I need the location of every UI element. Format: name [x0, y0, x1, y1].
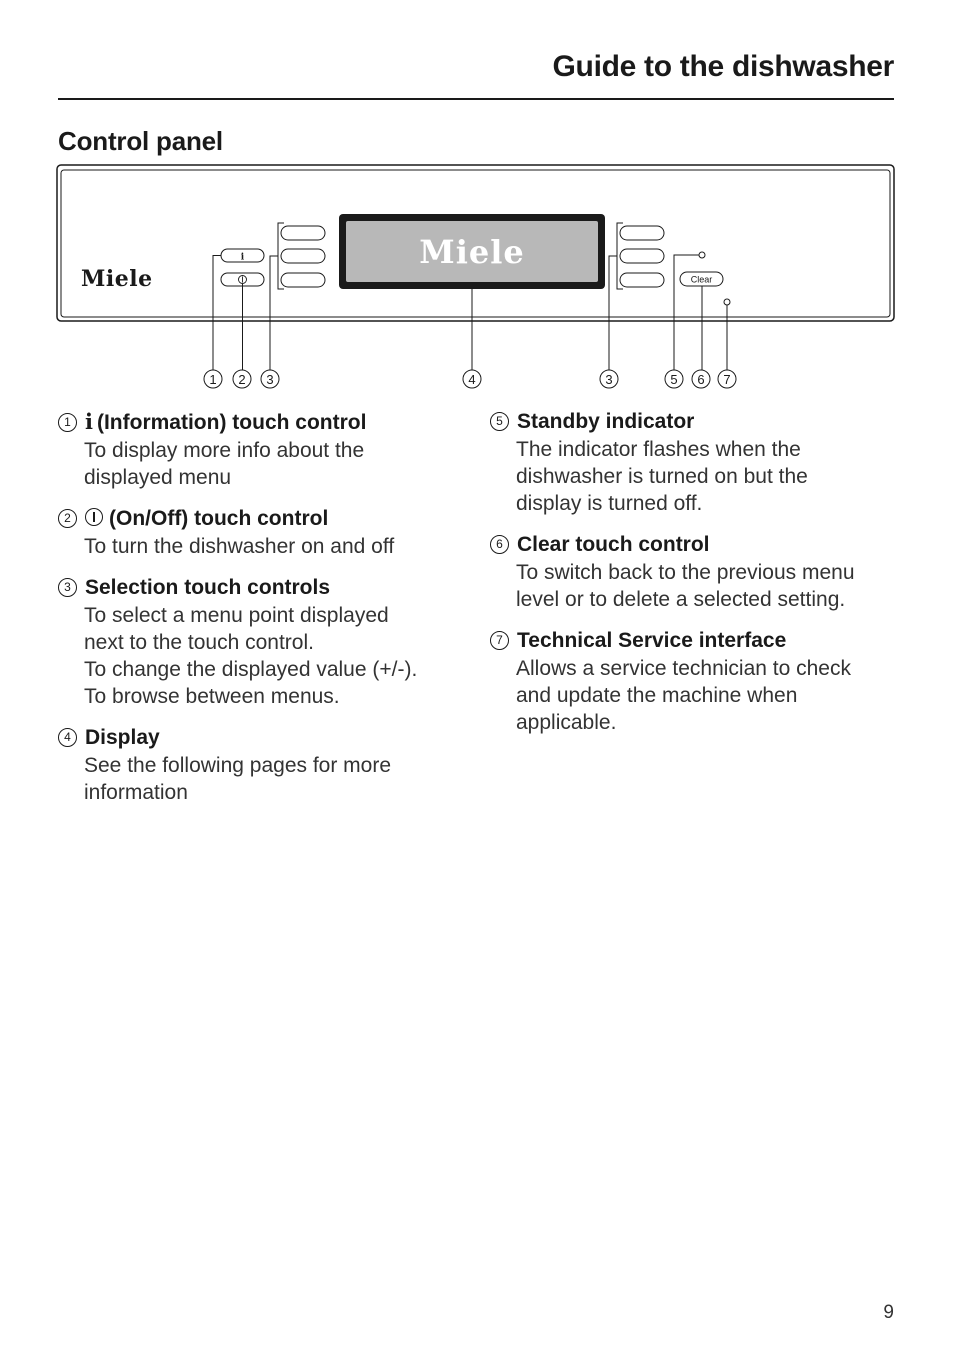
legend-item-selection: 3 Selection touch controls To select a me… [58, 574, 458, 710]
svg-text:3: 3 [266, 372, 273, 387]
power-icon [85, 508, 103, 526]
legend-number: 3 [58, 578, 77, 597]
legend-line: applicable. [516, 711, 617, 734]
legend-right-column: 5 Standby indicator The indicator flashes… [490, 408, 890, 750]
legend-title: Standby indicator [517, 410, 695, 433]
display-screen [346, 221, 598, 282]
legend-line: The indicator flashes when the [516, 438, 801, 461]
legend-line: To browse between menus. [84, 685, 340, 708]
callout-3-left: 3 [260, 369, 280, 389]
legend-line: level or to delete a selected setting. [516, 588, 846, 611]
svg-text:7: 7 [723, 372, 730, 387]
legend-title: Technical Service interface [517, 629, 787, 652]
legend-line: To switch back to the previous menu [516, 561, 855, 584]
legend-line: To display more info about the [84, 439, 365, 462]
legend-item-clear: 6 Clear touch control To switch back to t… [490, 531, 890, 613]
left-selection-button-3[interactable] [280, 272, 326, 288]
display-logo: Miele [419, 233, 524, 271]
legend-number: 1 [58, 413, 77, 432]
legend-number: 5 [490, 412, 509, 431]
callout-2: 2 [232, 369, 252, 389]
legend-number: 7 [490, 631, 509, 650]
right-selection-button-3[interactable] [619, 272, 665, 288]
callout-6: 6 [691, 369, 711, 389]
legend-line: To change the displayed value (+/-). [84, 658, 418, 681]
info-icon: i [85, 409, 93, 434]
page-title: Guide to the dishwasher [552, 50, 895, 83]
callout-5: 5 [664, 369, 684, 389]
legend-line: See the following pages for more [84, 754, 392, 777]
callout-4: 4 [462, 369, 482, 389]
legend-title: Display [85, 726, 160, 749]
left-selection-button-2[interactable] [280, 248, 326, 264]
right-selection-button-2[interactable] [619, 248, 665, 264]
legend-line: and update the machine when [516, 684, 798, 707]
info-button[interactable]: i [220, 248, 265, 263]
legend-line: To select a menu point displayed [84, 604, 389, 627]
clear-button-label: Clear [691, 275, 713, 285]
legend-line: information [84, 781, 188, 804]
legend-item-service: 7 Technical Service interface Allows a se… [490, 627, 890, 736]
legend-title: Selection touch controls [85, 576, 331, 599]
legend-line: next to the touch control. [84, 631, 314, 654]
legend-item-on-off: 2 (On/Off) touch control To turn the dish… [58, 505, 458, 560]
info-icon: i [241, 253, 245, 263]
legend-line: Allows a service technician to check [516, 657, 851, 680]
left-selection-button-1[interactable] [280, 225, 326, 241]
legend-title: Clear touch control [517, 533, 710, 556]
svg-text:3: 3 [605, 372, 612, 387]
power-icon [238, 275, 247, 284]
legend-number: 6 [490, 535, 509, 554]
svg-text:4: 4 [468, 372, 475, 387]
svg-text:5: 5 [670, 372, 677, 387]
svg-text:6: 6 [697, 372, 704, 387]
control-panel-diagram: Miele i Miele Clear [56, 164, 895, 389]
legend-line: dishwasher is turned on but the [516, 465, 808, 488]
standby-indicator [698, 251, 706, 259]
legend-item-display: 4 Display See the following pages for mor… [58, 724, 458, 806]
legend-number: 2 [58, 509, 77, 528]
legend-line: displayed menu [84, 466, 232, 489]
brand-logo: Miele [81, 266, 153, 292]
service-interface [723, 298, 731, 306]
svg-text:1: 1 [209, 372, 216, 387]
leader-lines [212, 254, 728, 370]
legend-line: display is turned off. [516, 492, 703, 515]
clear-button[interactable]: Clear [679, 271, 724, 287]
title-rule [58, 98, 894, 100]
svg-text:2: 2 [238, 372, 245, 387]
legend-title: (Information) touch control [96, 411, 367, 434]
legend-number: 4 [58, 728, 77, 747]
legend-title: (On/Off) touch control [109, 507, 329, 530]
callout-3-right: 3 [599, 369, 619, 389]
callout-7: 7 [717, 369, 737, 389]
page-number: 9 [883, 1302, 894, 1323]
callout-1: 1 [203, 369, 223, 389]
right-selection-button-1[interactable] [619, 225, 665, 241]
section-title: Control panel [58, 126, 223, 156]
legend-item-standby: 5 Standby indicator The indicator flashes… [490, 408, 890, 517]
legend-line: To turn the dishwasher on and off [84, 535, 395, 558]
